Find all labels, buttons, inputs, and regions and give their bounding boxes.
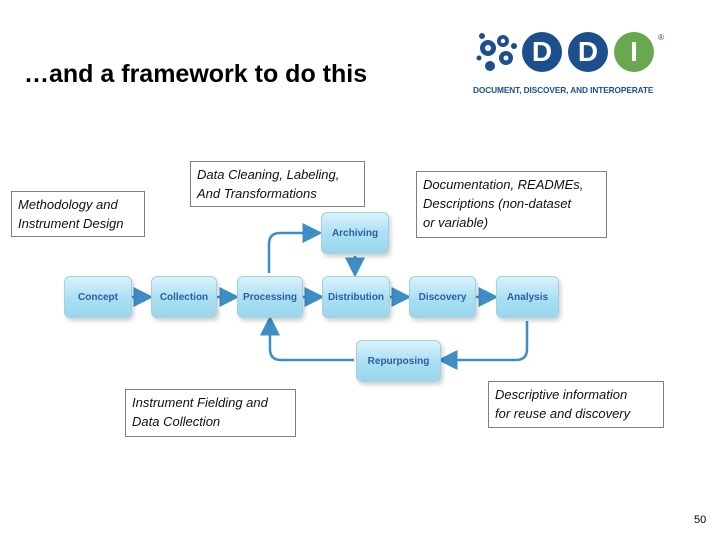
arrow-repurposing-processing [260,315,354,362]
gear-cluster-icon [476,33,517,71]
logo-letter-i: I [630,36,638,67]
arrow-processing-archiving [267,223,323,273]
note-methodology: Methodology and Instrument Design [11,191,145,237]
arrow-analysis-repurposing [437,321,529,370]
note-instrument-fielding: Instrument Fielding and Data Collection [125,389,296,437]
logo-d2-circle [568,32,608,72]
page-number: 50 [694,514,707,526]
logo-letter-d1: D [532,36,552,67]
node-discovery: Discovery [409,276,476,318]
node-distribution: Distribution [322,276,390,318]
logo-d1-circle [522,32,562,72]
node-collection: Collection [151,276,217,318]
logo-letter-d2: D [578,36,598,67]
logo-tagline: DOCUMENT, DISCOVER, AND INTEROPERATE [473,85,654,95]
node-analysis: Analysis [496,276,559,318]
ddi-logo-mark: D D I ® [476,32,664,72]
node-processing: Processing [237,276,303,318]
note-data-cleaning: Data Cleaning, Labeling, And Transformat… [190,161,365,207]
node-repurposing: Repurposing [356,340,441,382]
note-documentation: Documentation, READMEs, Descriptions (no… [416,171,607,238]
node-archiving: Archiving [321,212,389,254]
logo-i-circle [614,32,654,72]
slide-title: …and a framework to do this [24,60,368,88]
node-concept: Concept [64,276,132,318]
registered-mark: ® [658,33,664,42]
note-descriptive-information: Descriptive information for reuse and di… [488,381,664,428]
